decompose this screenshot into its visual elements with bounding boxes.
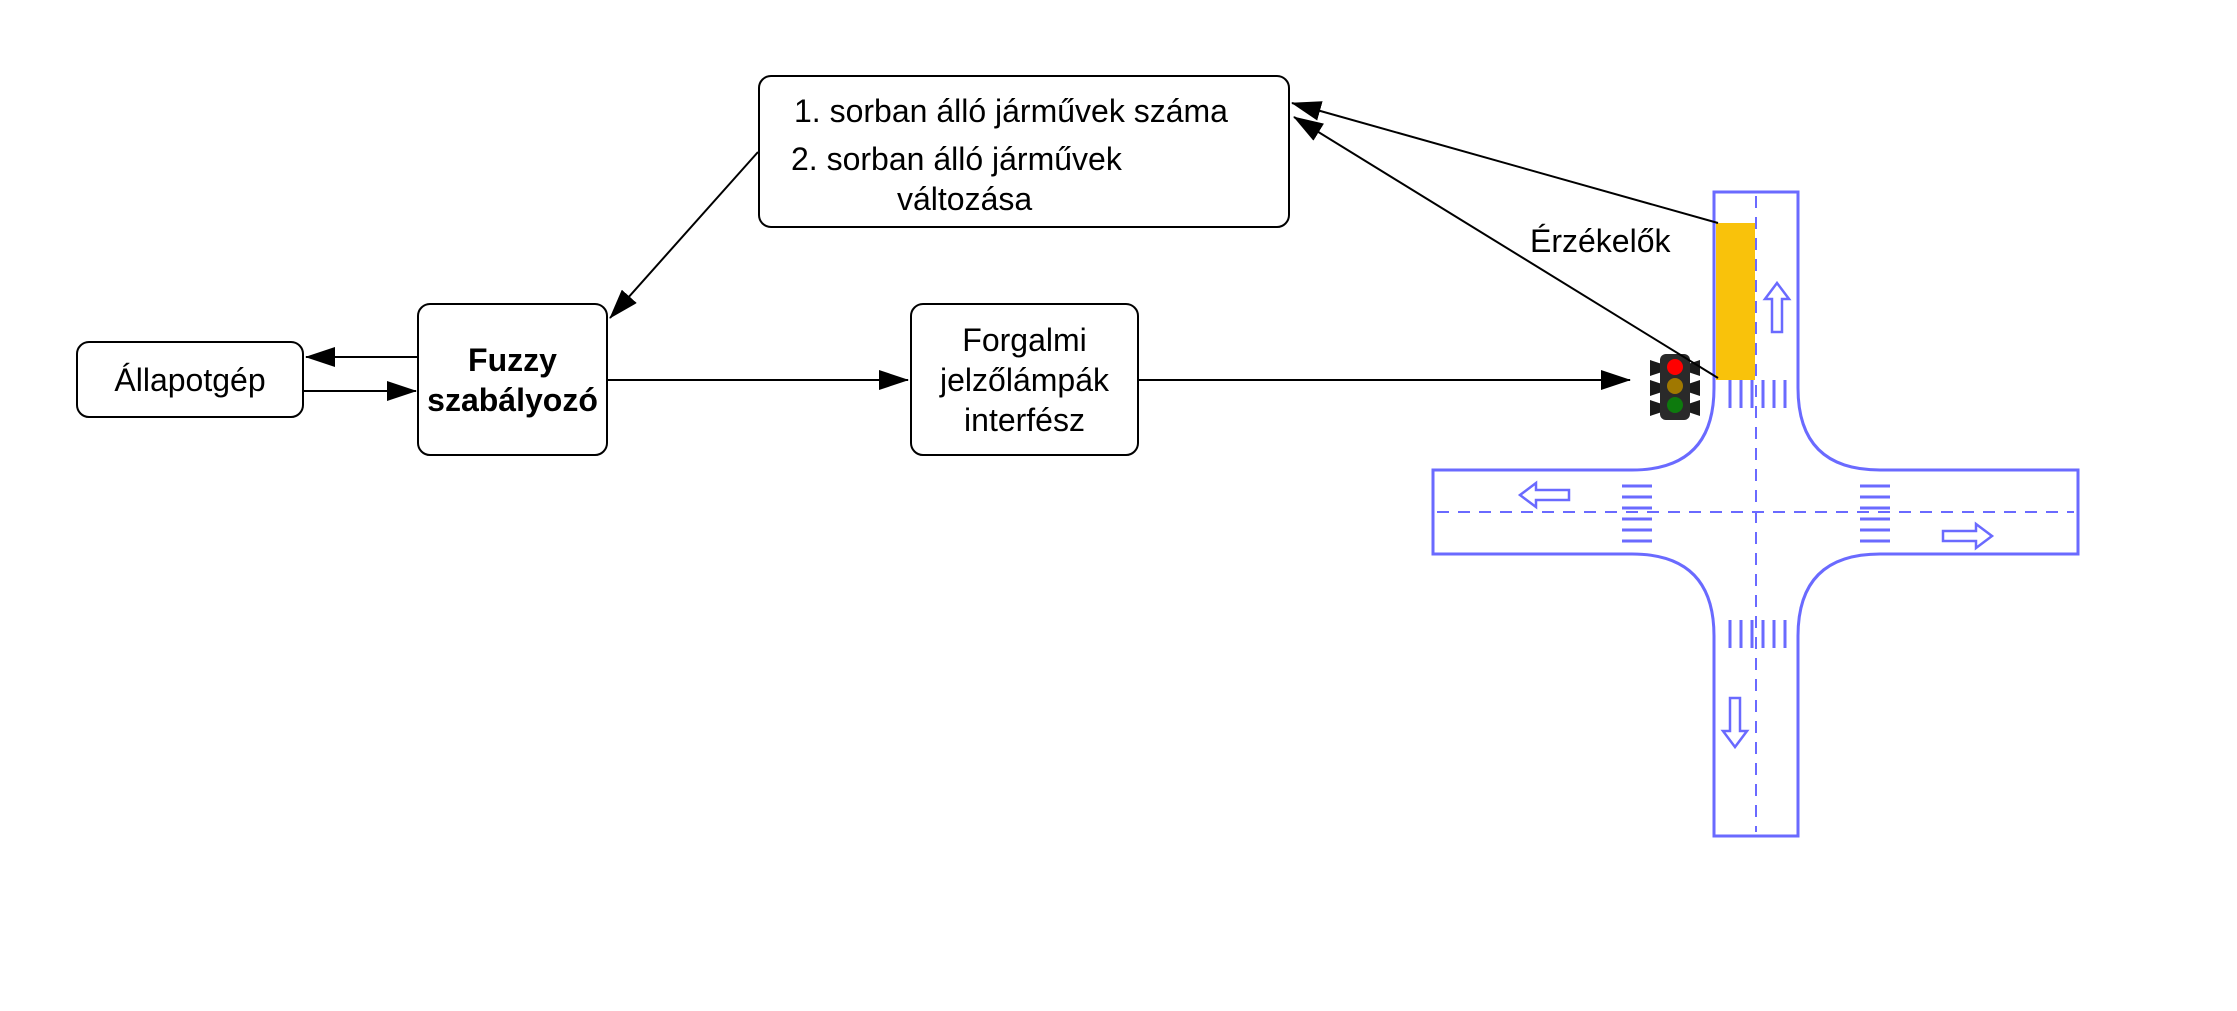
sensors-label: Érzékelők <box>1530 223 1671 259</box>
sensor-zone <box>1716 223 1755 380</box>
edge-inputs-to-fuzzy <box>609 151 759 319</box>
traffic-light-icon <box>1650 354 1700 420</box>
edge-sensor-to-inputs-1 <box>1291 101 1719 224</box>
input-item-2-continued: változása <box>897 181 1033 217</box>
edge-sensor-to-inputs-2 <box>1293 116 1719 379</box>
fuzzy-controller-label-2: szabályozó <box>427 381 598 418</box>
arrow-left-icon <box>1517 480 1571 510</box>
fuzzy-controller-box: Fuzzy szabályozó <box>417 303 608 456</box>
connectors <box>304 101 1719 401</box>
crosswalk-south <box>1728 620 1787 648</box>
input-item-1: 1. sorban álló járművek száma <box>794 93 1228 129</box>
crosswalk-west <box>1622 484 1652 543</box>
arrow-down-icon <box>1720 696 1750 750</box>
crosswalk-north <box>1728 380 1787 408</box>
fuzzy-controller-label-1: Fuzzy <box>468 341 557 378</box>
arrow-up-icon <box>1762 280 1792 334</box>
traffic-interface-label-1: Forgalmi <box>962 321 1087 358</box>
state-machine-box: Állapotgép <box>76 341 304 418</box>
input-item-2: 2. sorban álló járművek <box>791 141 1122 177</box>
crosswalk-east <box>1860 484 1890 543</box>
arrow-right-icon <box>1941 521 1995 551</box>
traffic-interface-label-3: interfész <box>964 401 1085 438</box>
sensor-inputs-box: 1. sorban álló járművek száma 2. sorban … <box>758 75 1290 228</box>
road-outline <box>1431 190 2080 838</box>
intersection <box>1431 190 2080 838</box>
traffic-interface-label-2: jelzőlámpák <box>940 361 1109 398</box>
state-machine-label: Állapotgép <box>114 361 266 398</box>
traffic-interface-box: Forgalmi jelzőlámpák interfész <box>910 303 1139 456</box>
